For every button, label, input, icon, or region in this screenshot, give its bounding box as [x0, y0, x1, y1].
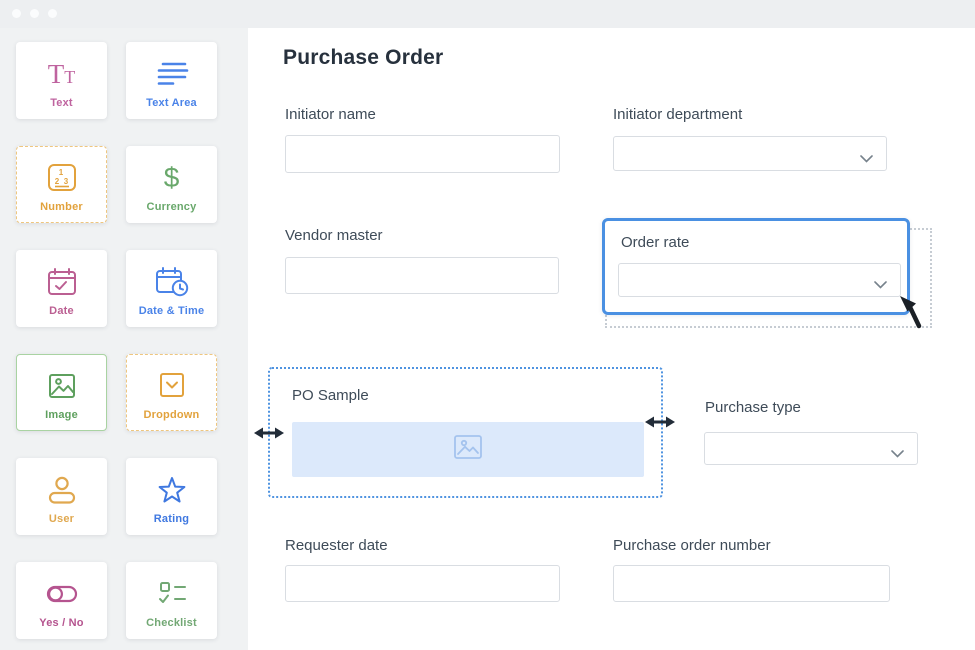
- mouse-cursor-icon: [898, 294, 924, 341]
- palette-item-image[interactable]: Image: [16, 354, 107, 431]
- palette-item-date[interactable]: Date: [16, 250, 107, 327]
- field-label-purchase-type: Purchase type: [705, 399, 801, 416]
- palette-item-currency[interactable]: $ Currency: [126, 146, 217, 223]
- purchase-order-number-input[interactable]: [613, 565, 890, 602]
- field-label-initiator-department: Initiator department: [613, 106, 743, 123]
- palette-item-label: Checklist: [146, 617, 197, 629]
- field-label-order-rate: Order rate: [621, 234, 690, 251]
- window-dot: [48, 9, 57, 18]
- requester-date-input[interactable]: [285, 565, 560, 602]
- field-label-po-sample: PO Sample: [292, 387, 369, 404]
- window-dot: [30, 9, 39, 18]
- text-area-icon: [153, 54, 191, 94]
- field-label-vendor-master: Vendor master: [285, 227, 383, 244]
- vendor-master-input[interactable]: [285, 257, 559, 294]
- initiator-department-select[interactable]: [613, 136, 887, 171]
- selected-field-order-rate[interactable]: Order rate: [602, 218, 910, 315]
- initiator-name-input[interactable]: [285, 135, 560, 173]
- palette-item-label: Rating: [153, 513, 190, 525]
- purchase-type-select[interactable]: [704, 432, 918, 465]
- image-placeholder-icon: [452, 433, 484, 466]
- resize-handle-left[interactable]: [254, 425, 284, 446]
- form-title: Purchase Order: [283, 46, 444, 69]
- palette-item-label: Number: [40, 201, 83, 213]
- palette-item-dropdown[interactable]: Dropdown: [126, 354, 217, 431]
- palette-item-label: User: [48, 513, 75, 525]
- palette-item-rating[interactable]: Rating: [126, 458, 217, 535]
- palette-item-label: Date & Time: [138, 305, 205, 317]
- palette-item-date-time[interactable]: Date & Time: [126, 250, 217, 327]
- field-label-requester-date: Requester date: [285, 537, 388, 554]
- po-sample-image-field[interactable]: PO Sample: [268, 367, 663, 498]
- date-icon: [45, 262, 79, 302]
- rating-star-icon: [155, 470, 189, 510]
- svg-text:3: 3: [63, 177, 68, 186]
- field-palette: TT Text Text Area 1 2 3 Number: [0, 28, 248, 650]
- palette-item-label: Image: [45, 409, 78, 421]
- order-rate-select[interactable]: [618, 263, 901, 297]
- palette-item-user[interactable]: User: [16, 458, 107, 535]
- resize-handle-right[interactable]: [645, 414, 675, 435]
- chevron-down-icon: [891, 445, 904, 463]
- palette-item-yes-no[interactable]: Yes / No: [16, 562, 107, 639]
- palette-item-checklist[interactable]: Checklist: [126, 562, 217, 639]
- number-icon: 1 2 3: [44, 158, 80, 198]
- palette-item-label: Currency: [146, 201, 197, 213]
- chevron-down-icon: [860, 150, 873, 168]
- window-controls: [12, 9, 57, 18]
- currency-icon: $: [163, 162, 180, 193]
- svg-text:2: 2: [54, 177, 59, 186]
- palette-item-label: Yes / No: [39, 617, 84, 629]
- palette-item-label: Dropdown: [143, 409, 200, 421]
- checklist-icon: [155, 574, 189, 614]
- window-titlebar: [0, 0, 975, 28]
- user-icon: [44, 470, 80, 510]
- palette-item-label: Text Area: [146, 97, 197, 109]
- field-label-initiator-name: Initiator name: [285, 106, 376, 123]
- palette-item-text[interactable]: TT Text: [16, 42, 107, 119]
- window-dot: [12, 9, 21, 18]
- palette-item-label: Text: [50, 97, 73, 109]
- toggle-icon: [43, 574, 81, 614]
- palette-item-label: Date: [49, 305, 74, 317]
- palette-item-number[interactable]: 1 2 3 Number: [16, 146, 107, 223]
- text-icon: TT: [47, 58, 76, 89]
- chevron-down-icon: [874, 276, 887, 294]
- palette-item-text-area[interactable]: Text Area: [126, 42, 217, 119]
- image-icon: [45, 366, 79, 406]
- form-canvas: Purchase Order Initiator name Initiator …: [248, 28, 975, 650]
- date-time-icon: [153, 262, 191, 302]
- image-upload-area[interactable]: [292, 422, 644, 477]
- field-label-purchase-order-number: Purchase order number: [613, 537, 771, 554]
- dropdown-icon: [155, 366, 189, 406]
- svg-text:1: 1: [58, 168, 63, 177]
